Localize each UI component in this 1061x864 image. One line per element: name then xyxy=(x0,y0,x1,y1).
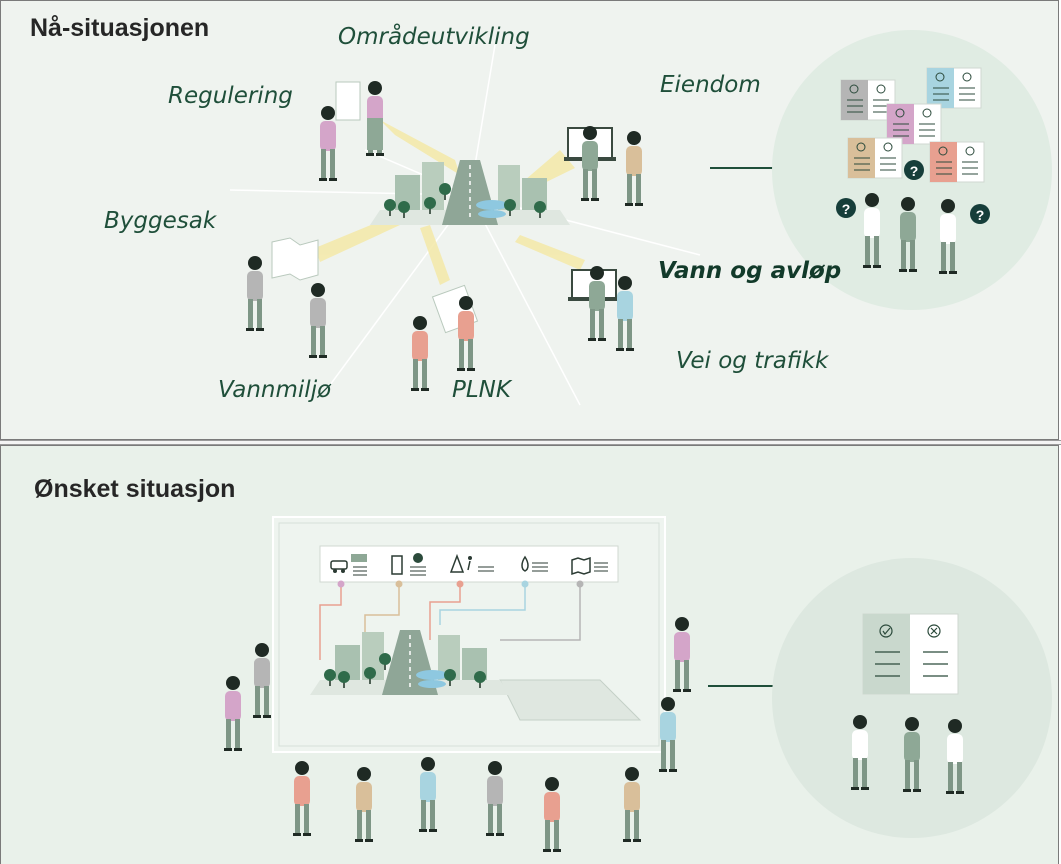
plnk-group xyxy=(411,284,479,391)
section-divider xyxy=(0,440,1061,445)
outcome-circle-desired xyxy=(772,558,1052,838)
map-icon xyxy=(571,556,608,576)
car-icon xyxy=(330,560,348,573)
svg-text:?: ? xyxy=(910,163,919,179)
pie-icon xyxy=(410,553,426,576)
unified-document xyxy=(862,613,959,695)
question-icon: ? ? ? xyxy=(836,160,990,224)
byggesak-group xyxy=(246,237,327,358)
eiendom-group xyxy=(564,126,643,206)
svg-text:?: ? xyxy=(842,201,851,217)
water-drop-icon xyxy=(521,555,548,572)
connector-dots xyxy=(337,580,584,588)
data-layer-bar xyxy=(319,545,619,583)
check-icon xyxy=(879,624,893,638)
current-situation-title: Nå-situasjonen xyxy=(30,14,210,42)
building-icon xyxy=(391,555,403,575)
label-eiendom: Eiendom xyxy=(660,72,761,98)
tree-icon xyxy=(449,553,465,573)
label-omradeutvikling: Områdeutvikling xyxy=(338,24,530,50)
label-regulering: Regulering xyxy=(168,83,293,109)
light-beams xyxy=(315,120,585,285)
label-vann-avlop: Vann og avløp xyxy=(658,258,842,284)
label-vannmiljo: Vannmiljø xyxy=(218,377,332,403)
svg-text:?: ? xyxy=(976,207,985,223)
map-grid xyxy=(499,679,642,721)
cross-icon xyxy=(927,624,941,638)
regulering-group xyxy=(319,81,384,181)
label-vei-trafikk: Vei og trafikk xyxy=(676,348,829,374)
radial-lines xyxy=(229,44,701,406)
desired-situation-title: Ønsket situasjon xyxy=(34,475,236,503)
label-byggesak: Byggesak xyxy=(104,208,217,234)
label-plnk: PLNK xyxy=(452,377,511,403)
data-connectors xyxy=(319,584,581,660)
chart-icon xyxy=(351,554,367,576)
current-situation-illustration: ? ? ? xyxy=(229,30,1052,406)
desired-situation-illustration xyxy=(224,516,1052,852)
runner-icon xyxy=(467,556,494,572)
vann-avlop-group xyxy=(568,266,634,351)
